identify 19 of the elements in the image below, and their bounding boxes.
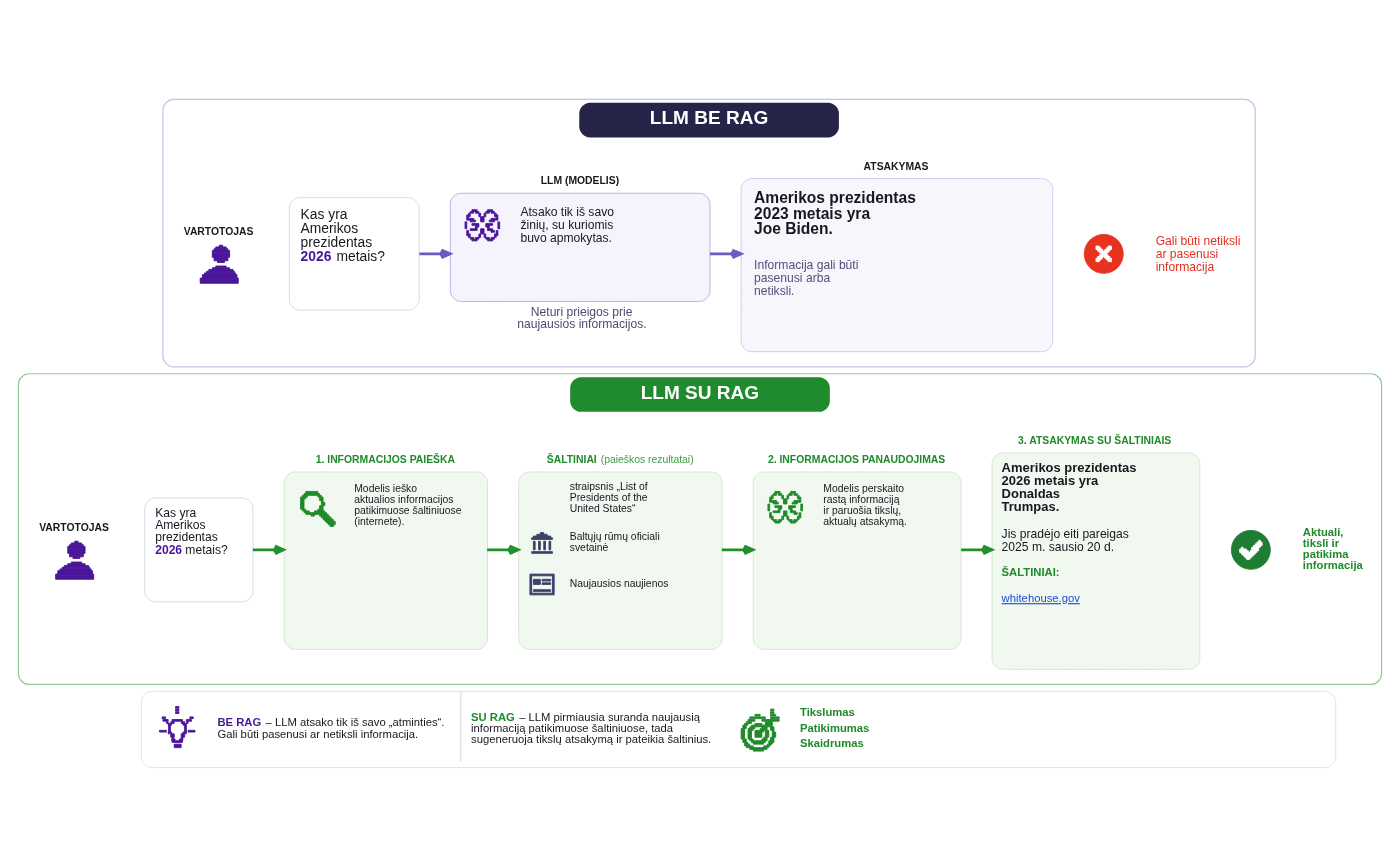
node-label: Aktuali, tiksli ir patikima informacija: [1302, 525, 1363, 572]
node-circle: [1083, 233, 1124, 274]
node-label: VARTOTOJAS: [39, 522, 109, 534]
node-label: Neturi prieigos prie naujausios informacijos.: [517, 304, 647, 332]
arrow: [721, 544, 755, 556]
node-label: 2. INFORMACIJOS PANAUDOJIMAS: [767, 453, 946, 465]
arrow: [419, 248, 452, 260]
node-circle: [1230, 529, 1271, 570]
arrow: [710, 248, 743, 260]
node-label: ATSAKYMAS: [863, 160, 929, 172]
node-label: 1. INFORMACIJOS PAIEŠKA: [315, 453, 456, 465]
node-label: VARTOTOJAS: [183, 226, 254, 238]
arrow: [252, 544, 286, 556]
node-label: Gali būti netiksli ar pasenusi informacija: [1155, 233, 1241, 274]
node-label: ŠALTINIAI (paieškos rezultatai): [546, 453, 694, 465]
node-label: LLM (MODELIS): [540, 175, 620, 187]
arrow: [961, 544, 994, 556]
arrow: [487, 544, 520, 556]
node-label: 3. ATSAKYMAS SU ŠALTINIAIS: [1018, 434, 1172, 446]
